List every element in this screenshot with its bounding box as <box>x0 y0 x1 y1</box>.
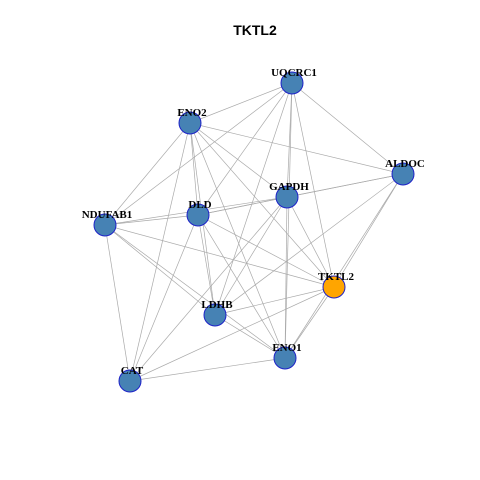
edge-uqcrc1-dld <box>197 82 293 216</box>
node-ldhb[interactable] <box>203 303 227 327</box>
edge-dld-cat <box>129 214 199 382</box>
edge-eno2-aldoc <box>189 122 404 175</box>
node-label-uqcrc1: UQCRC1 <box>271 67 317 79</box>
node-label-ndufab1: NDUFAB1 <box>82 209 133 221</box>
node-label-ldhb: LDHB <box>201 299 233 311</box>
edge-aldoc-eno1 <box>284 173 404 359</box>
edges-group <box>104 82 404 382</box>
diagram-title: TKTL2 <box>233 22 277 38</box>
node-aldoc[interactable] <box>391 162 415 186</box>
node-label-eno1: ENO1 <box>272 342 301 354</box>
nodes-group <box>93 71 415 393</box>
node-label-eno2: ENO2 <box>177 107 207 119</box>
edge-cat-eno1 <box>129 357 286 382</box>
edge-ndufab1-tktl2 <box>104 224 335 288</box>
edge-tktl2-cat <box>129 286 335 382</box>
edge-dld-tktl2 <box>197 214 335 288</box>
edge-aldoc-tktl2 <box>333 173 404 288</box>
node-label-gapdh: GAPDH <box>269 181 309 193</box>
edge-eno2-tktl2 <box>189 122 335 288</box>
edge-eno2-eno1 <box>189 122 286 359</box>
edge-ndufab1-eno1 <box>104 224 286 359</box>
edge-eno2-cat <box>129 122 191 382</box>
edge-gapdh-dld <box>197 196 288 216</box>
node-label-cat: CAT <box>121 365 144 377</box>
edge-dld-ldhb <box>197 214 216 316</box>
edge-ndufab1-cat <box>104 224 131 382</box>
edge-ndufab1-ldhb <box>104 224 216 316</box>
node-ndufab1[interactable] <box>93 213 117 237</box>
node-uqcrc1[interactable] <box>280 71 304 95</box>
node-gapdh[interactable] <box>275 185 299 209</box>
node-label-dld: DLD <box>188 199 211 211</box>
node-label-tktl2: TKTL2 <box>318 271 355 283</box>
edge-tktl2-ldhb <box>214 286 335 316</box>
edge-dld-ndufab1 <box>104 214 199 226</box>
edge-uqcrc1-aldoc <box>291 82 404 175</box>
edge-gapdh-cat <box>129 196 288 382</box>
edge-uqcrc1-ndufab1 <box>104 82 293 226</box>
edge-gapdh-tktl2 <box>286 196 335 288</box>
edge-gapdh-ldhb <box>214 196 288 316</box>
node-eno2[interactable] <box>178 111 202 135</box>
edge-uqcrc1-ldhb <box>214 82 293 316</box>
edge-ldhb-eno1 <box>214 314 286 359</box>
edge-uqcrc1-eno1 <box>284 82 293 359</box>
edge-eno2-gapdh <box>189 122 288 198</box>
node-eno1[interactable] <box>273 346 297 370</box>
edge-uqcrc1-eno2 <box>189 82 293 124</box>
edge-eno2-dld <box>189 122 199 216</box>
edge-dld-eno1 <box>197 214 286 359</box>
edge-eno2-ndufab1 <box>104 122 191 226</box>
node-dld[interactable] <box>186 203 210 227</box>
node-label-aldoc: ALDOC <box>385 158 425 170</box>
edge-gapdh-eno1 <box>284 196 288 359</box>
edge-uqcrc1-tktl2 <box>291 82 335 288</box>
node-cat[interactable] <box>118 369 142 393</box>
node-tktl2[interactable] <box>322 275 346 299</box>
edge-tktl2-eno1 <box>284 286 335 359</box>
edge-aldoc-ldhb <box>214 173 404 316</box>
